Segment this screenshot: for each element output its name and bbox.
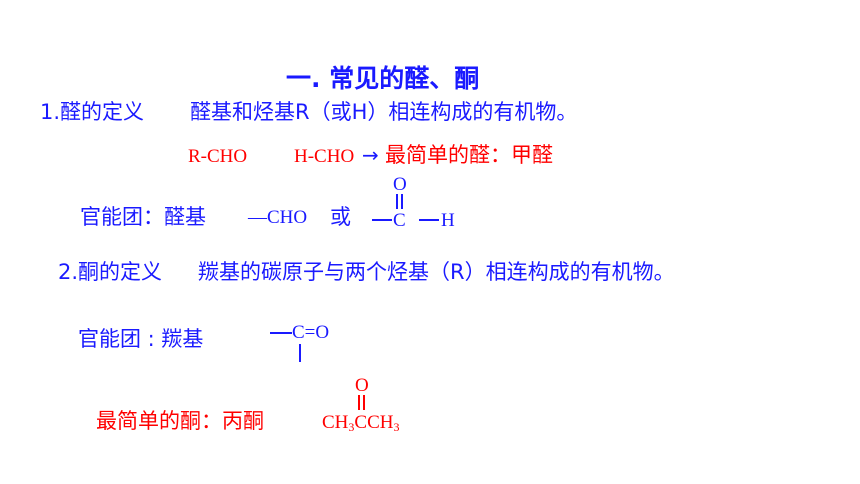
hcho-formula: H-CHO [294, 146, 355, 167]
aldehyde-oxygen: O [393, 174, 407, 195]
acetone-formula: CH3CCH3 [322, 413, 399, 433]
carbonyl-group: C=O [292, 322, 330, 343]
acetone-ch: CH [322, 412, 349, 433]
acetone-oxygen: O [355, 375, 369, 396]
simplest-ketone: 最简单的酮：丙酮 [96, 409, 264, 433]
acetone-double-bond-left [358, 395, 360, 410]
acetone-sub2: 3 [393, 420, 400, 434]
acetone-sub1: 3 [348, 420, 355, 434]
bond-left [372, 219, 392, 221]
ketone-definition-text: 羰基的碳原子与两个烃基（R）相连构成的有机物。 [198, 260, 675, 284]
cho-group: —CHO [248, 207, 308, 228]
double-bond-left [396, 194, 398, 209]
aldehyde-carbon: C [393, 210, 406, 231]
aldehyde-definition-text: 醛基和烃基R（或H）相连构成的有机物。 [190, 100, 578, 124]
arrow-icon: → [362, 143, 379, 167]
aldehyde-functional-group-label: 官能团：醛基 [80, 205, 206, 229]
ketone-definition-label: 2.酮的定义 [58, 260, 163, 284]
acetone-double-bond-right [363, 395, 365, 410]
carbonyl-left-bond [270, 332, 292, 334]
acetone-cch: CCH [354, 412, 394, 433]
double-bond-right [401, 194, 403, 209]
aldehyde-definition-label: 1.醛的定义 [40, 100, 145, 124]
bond-right [419, 219, 439, 221]
simplest-aldehyde: 最简单的醛：甲醛 [385, 143, 553, 167]
carbonyl-down-bond [299, 344, 301, 362]
ketone-functional-group-label: 官能团 : 羰基 [78, 327, 204, 351]
rcho-formula: R-CHO [188, 146, 248, 167]
aldehyde-hydrogen: H [441, 210, 455, 231]
page-title: 一. 常见的醛、酮 [286, 64, 480, 93]
or-text: 或 [330, 205, 351, 229]
